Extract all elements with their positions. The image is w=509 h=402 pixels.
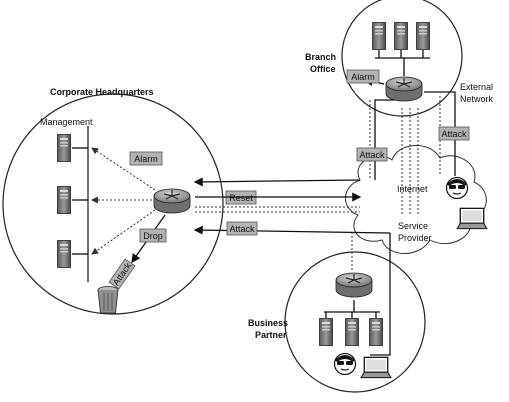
partner-hacker-icon xyxy=(333,352,357,376)
svg-text:Alarm: Alarm xyxy=(134,154,158,164)
external-network-label-line1: External xyxy=(460,82,493,92)
branch-office-label-line1: Branch xyxy=(305,52,336,62)
svg-text:Attack: Attack xyxy=(441,129,467,139)
service-provider-label-line1: Service xyxy=(398,221,428,231)
service-provider-label-line2: Provider xyxy=(398,233,432,243)
external-hacker-icon xyxy=(445,176,469,200)
management-server-icon xyxy=(57,240,71,268)
external-laptop-icon xyxy=(456,207,488,230)
partner-laptop-icon xyxy=(360,356,392,379)
trash-can-icon xyxy=(97,286,119,314)
attack-mid-tag: Attack xyxy=(226,221,258,236)
branch-router-icon xyxy=(385,76,423,102)
svg-text:Drop: Drop xyxy=(143,231,163,241)
partner-server-icon xyxy=(369,318,383,346)
hq-router-icon xyxy=(153,188,191,214)
hq-drop-tag: Drop xyxy=(139,228,167,243)
headquarters-label: Corporate Headquarters xyxy=(50,87,154,97)
branch-alarm-tag: Alarm xyxy=(346,69,380,84)
branch-office-label-line2: Office xyxy=(310,64,336,74)
svg-text:Alarm: Alarm xyxy=(351,72,375,82)
external-network-label-line2: Network xyxy=(460,94,494,104)
internet-label: Internet xyxy=(397,184,428,194)
management-server-icon xyxy=(57,134,71,162)
business-partner-label-line2: Partner xyxy=(255,330,287,340)
svg-text:Attack: Attack xyxy=(229,224,255,234)
hq-alarm-tag: Alarm xyxy=(129,151,163,166)
branch-server-icon xyxy=(416,22,430,50)
branch-server-icon xyxy=(394,22,408,50)
branch-attack-tag: Attack xyxy=(356,147,388,162)
partner-router-icon xyxy=(335,272,373,298)
management-label: Management xyxy=(40,117,93,127)
management-server-icon xyxy=(57,186,71,214)
svg-text:Attack: Attack xyxy=(359,150,385,160)
partner-server-icon xyxy=(345,318,359,346)
svg-text:Reset: Reset xyxy=(229,193,253,203)
partner-server-icon xyxy=(319,318,333,346)
branch-server-icon xyxy=(372,22,386,50)
business-partner-label-line1: Business xyxy=(248,318,288,328)
external-attack-tag: Attack xyxy=(438,126,470,141)
